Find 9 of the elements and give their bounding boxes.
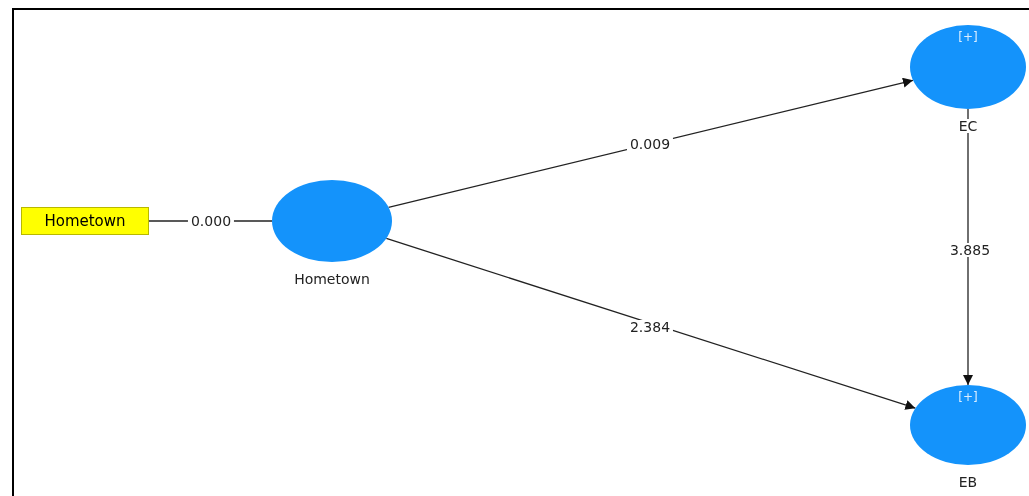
expand-marker: [+] [958,391,978,403]
arrow [385,237,917,410]
arrow [963,108,973,386]
indicator-box: Hometown [21,207,149,235]
arrow [387,77,914,208]
expand-marker: [+] [958,31,978,43]
edge-label: 0.000 [187,214,235,228]
edge-label: 0.009 [626,137,674,151]
construct-label: Hometown [292,272,372,286]
